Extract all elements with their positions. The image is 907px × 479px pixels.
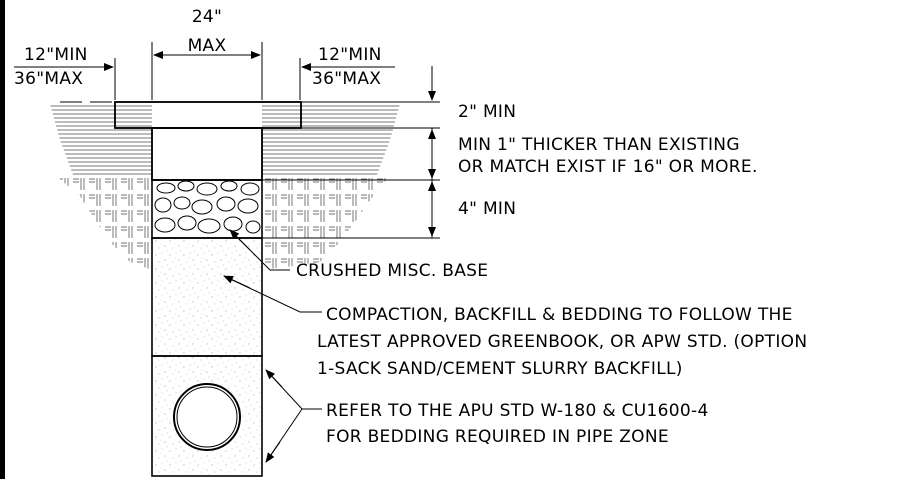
pipe-circle <box>173 383 241 451</box>
left-clearance-max: 36"MAX <box>14 69 83 89</box>
backfill-label-2: LATEST APPROVED GREENBOOK, OR APW STD. (… <box>317 332 807 352</box>
pipe-zone-label-1: REFER TO THE APU STD W-180 & CU1600-4 <box>326 401 709 421</box>
crushed-base-label: CRUSHED MISC. BASE <box>296 261 488 281</box>
crushed-base-layer <box>151 179 263 239</box>
leaders <box>223 229 322 463</box>
existing-ground-right <box>262 104 400 270</box>
ac-replacement-layer <box>151 127 263 181</box>
right-clearance-max: 36"MAX <box>312 69 381 89</box>
base-rocks <box>154 180 261 234</box>
right-clearance-min: 12"MIN <box>318 45 382 65</box>
backfill-label-1: COMPACTION, BACKFILL & BEDDING TO FOLLOW… <box>326 305 793 325</box>
cap-min-label: 2" MIN <box>458 102 516 122</box>
base-min-label: 4" MIN <box>458 199 516 219</box>
backfill-label-3: 1-SACK SAND/CEMENT SLURRY BACKFILL) <box>317 359 683 379</box>
trench-column <box>151 127 263 477</box>
right-clearance-dimension <box>299 58 395 100</box>
existing-ground-left <box>50 104 152 270</box>
left-clearance-dimension <box>14 58 116 100</box>
left-clearance-min: 12"MIN <box>24 45 88 65</box>
ac-thickness-label-1: MIN 1" THICKER THAN EXISTING <box>458 135 740 155</box>
sheet-border <box>0 0 5 479</box>
trench-width-bottom-label: MAX <box>188 36 227 56</box>
trench-width-dimension <box>151 42 263 100</box>
trench-width-top-label: 24" <box>192 7 222 27</box>
pipe-zone-label-2: FOR BEDDING REQUIRED IN PIPE ZONE <box>326 427 669 447</box>
ac-thickness-label-2: OR MATCH EXIST IF 16" OR MORE. <box>458 157 758 177</box>
vertical-dimensions <box>262 66 440 239</box>
